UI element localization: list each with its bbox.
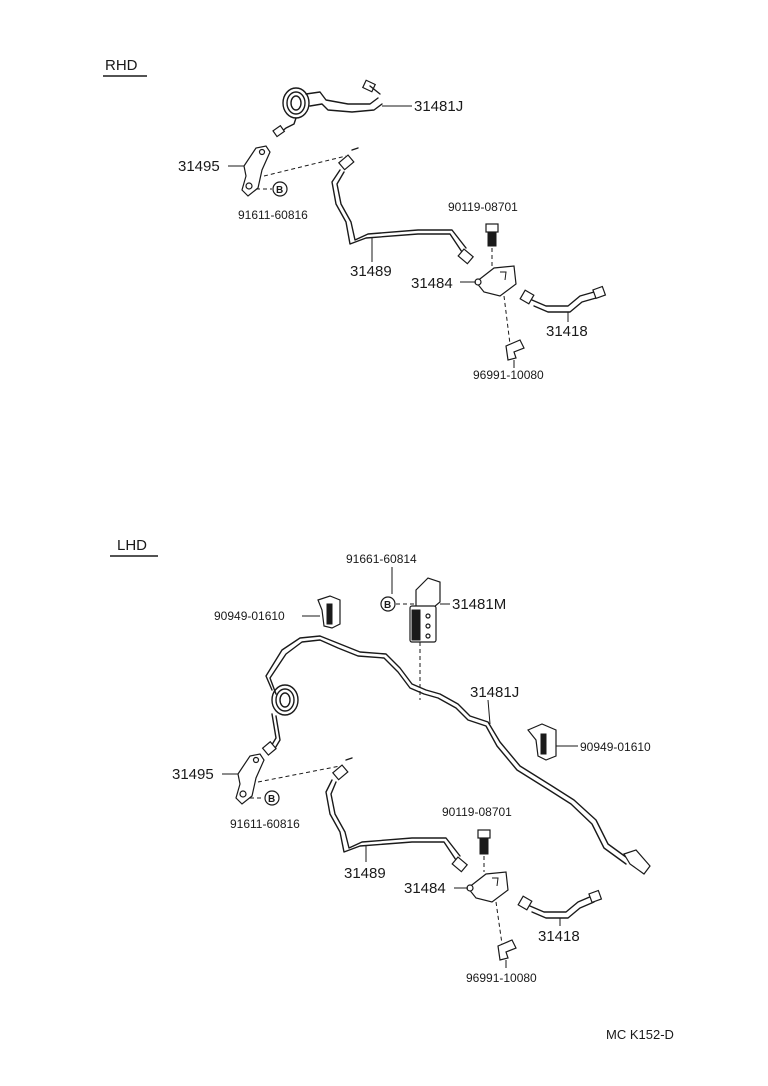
lhd-label-31495: 31495	[172, 766, 214, 783]
rhd-label-31481j: 31481J	[414, 98, 463, 115]
lhd-clip-90949-b	[527, 723, 557, 761]
lhd-label-91611: 91611-60816	[230, 817, 300, 831]
lhd-pipe-31481j	[261, 635, 651, 875]
lhd-bolt-91661-symbol: B	[384, 600, 391, 611]
rhd-pipe-31481j	[272, 79, 383, 138]
lhd-dash-link	[257, 765, 341, 783]
rhd-bracket-31495	[241, 145, 271, 197]
rhd-label-96991: 96991-10080	[473, 368, 544, 382]
lhd-label-31489: 31489	[344, 865, 386, 882]
rhd-label-31484: 31484	[411, 275, 453, 292]
lhd-leader-31481j	[487, 699, 491, 725]
lhd-hose-31418	[517, 889, 603, 919]
lhd-bolt-91611-symbol: B	[268, 794, 275, 805]
rhd-label-90119: 90119-08701	[448, 200, 518, 214]
rhd-bolt-symbol: B	[276, 185, 283, 196]
lhd-label-31484: 31484	[404, 880, 446, 897]
rhd-pipe-31489	[331, 147, 475, 265]
lhd-label-90949-b: 90949-01610	[580, 740, 651, 754]
lhd-bracket-31481m	[409, 577, 441, 643]
lhd-bolt-91661: B	[380, 596, 396, 612]
rhd-label-91611: 91611-60816	[238, 208, 308, 222]
rhd-dash-link	[263, 155, 347, 177]
lhd-clip-96991	[497, 939, 517, 961]
lhd-bolt-91611: B	[264, 790, 280, 806]
lhd-bracket-31484	[466, 871, 509, 903]
diagram-code: MC K152-D	[606, 1027, 674, 1042]
lhd-label-31418: 31418	[538, 928, 580, 945]
lhd-bracket-31495	[235, 753, 265, 805]
lhd-bolt-90119	[477, 829, 491, 855]
rhd-bolt-90119	[485, 223, 499, 247]
rhd-hose-31418	[519, 285, 607, 313]
lhd-clip-90949-a	[317, 595, 341, 629]
lhd-dash-clip	[495, 901, 503, 945]
lhd-label-90119: 90119-08701	[442, 805, 512, 819]
rhd-dash-clip	[503, 295, 511, 345]
lhd-section: LHD B 91661-60814 31481M 90949-01610	[110, 537, 651, 985]
lhd-label-31481m: 31481M	[452, 596, 506, 613]
rhd-bolt-91611: B	[272, 181, 288, 197]
lhd-label-96991: 96991-10080	[466, 971, 537, 985]
rhd-label-31489: 31489	[350, 263, 392, 280]
rhd-label-31418: 31418	[546, 323, 588, 340]
lhd-label-31481j: 31481J	[470, 684, 519, 701]
rhd-section: RHD 31481J 31495 B 9161	[103, 57, 607, 382]
rhd-clip-96991	[505, 339, 525, 361]
rhd-label-31495: 31495	[178, 158, 220, 175]
lhd-pipe-31489	[325, 757, 469, 873]
lhd-label-90949-a: 90949-01610	[214, 609, 285, 623]
lhd-label-91661: 91661-60814	[346, 552, 417, 566]
rhd-section-title: RHD	[105, 57, 138, 74]
rhd-bracket-31484	[474, 265, 517, 297]
lhd-section-title: LHD	[117, 537, 147, 554]
